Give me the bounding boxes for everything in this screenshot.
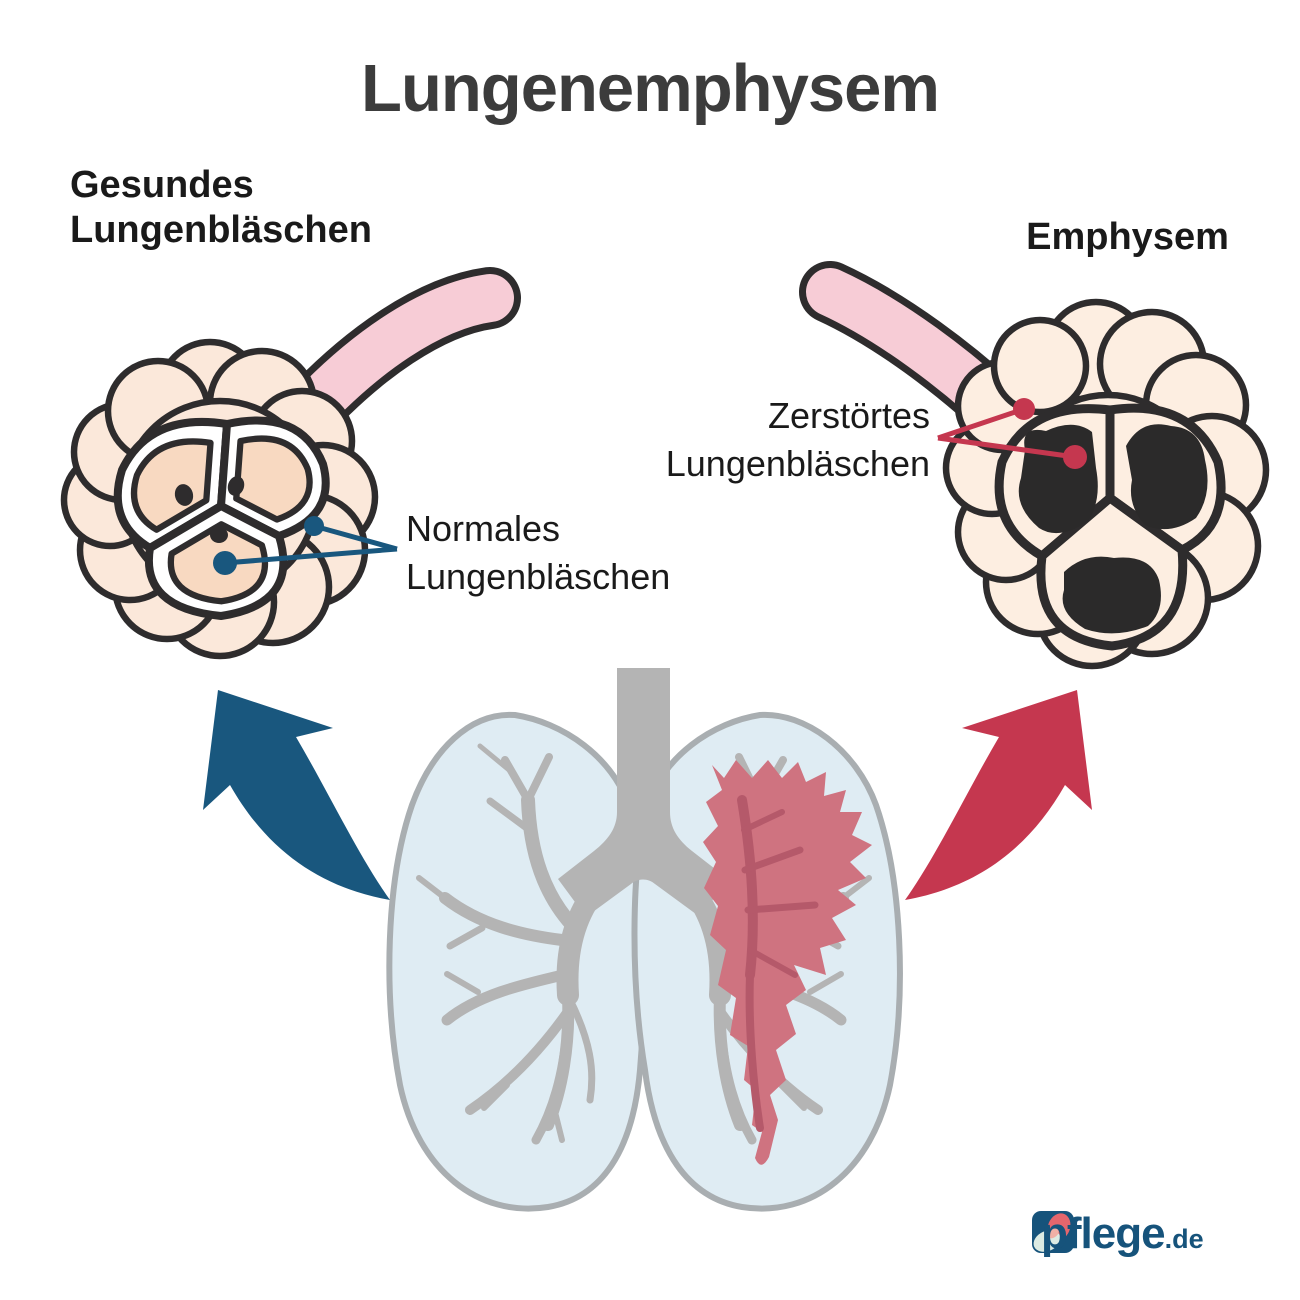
destroyed-annotation: Zerstörtes Lungenbläschen <box>600 392 930 488</box>
pflege-logo-text: pflege .de <box>1041 1211 1204 1257</box>
annotation-dot <box>304 516 324 536</box>
healthy-alveoli-cluster <box>60 338 379 660</box>
emphysema-alveoli-cluster <box>942 298 1270 670</box>
annotation-dot <box>213 551 237 575</box>
normal-annotation-leader <box>213 516 398 575</box>
inflamed-region <box>703 760 872 1165</box>
normal-alveoli-trio <box>113 416 330 620</box>
destroyed-annotation-line1: Zerstörtes <box>767 395 930 436</box>
healthy-arrow-icon <box>203 690 390 900</box>
annotation-dot <box>1013 398 1035 420</box>
emphysema-arrow-icon <box>905 690 1092 900</box>
logo-brand: pflege <box>1041 1209 1166 1258</box>
normal-annotation: Normales Lungenbläschen <box>406 505 670 601</box>
left-lung <box>386 711 648 1212</box>
destroyed-annotation-line2: Lungenbläschen <box>665 443 930 484</box>
pflege-logo: pflege .de <box>1032 1211 1204 1257</box>
healthy-heading: Gesundes Lungenbläschen <box>70 163 372 253</box>
healthy-heading-line1: Gesundes <box>70 164 254 206</box>
lungs-illustration <box>386 668 903 1212</box>
left-bronchial-tree <box>416 743 608 1145</box>
pflege-logo-icon <box>1032 1211 1074 1253</box>
emphysem-heading: Emphysem <box>1026 216 1229 258</box>
destroyed-annotation-leader <box>937 398 1087 469</box>
healthy-heading-line2: Lungenbläschen <box>70 209 372 251</box>
annotation-dot <box>1063 445 1087 469</box>
logo-tld: .de <box>1164 1224 1204 1254</box>
normal-annotation-line1: Normales <box>406 508 561 549</box>
normal-annotation-line2: Lungenbläschen <box>406 556 671 597</box>
trachea <box>558 668 728 917</box>
page-title: Lungenemphysem <box>361 51 940 126</box>
